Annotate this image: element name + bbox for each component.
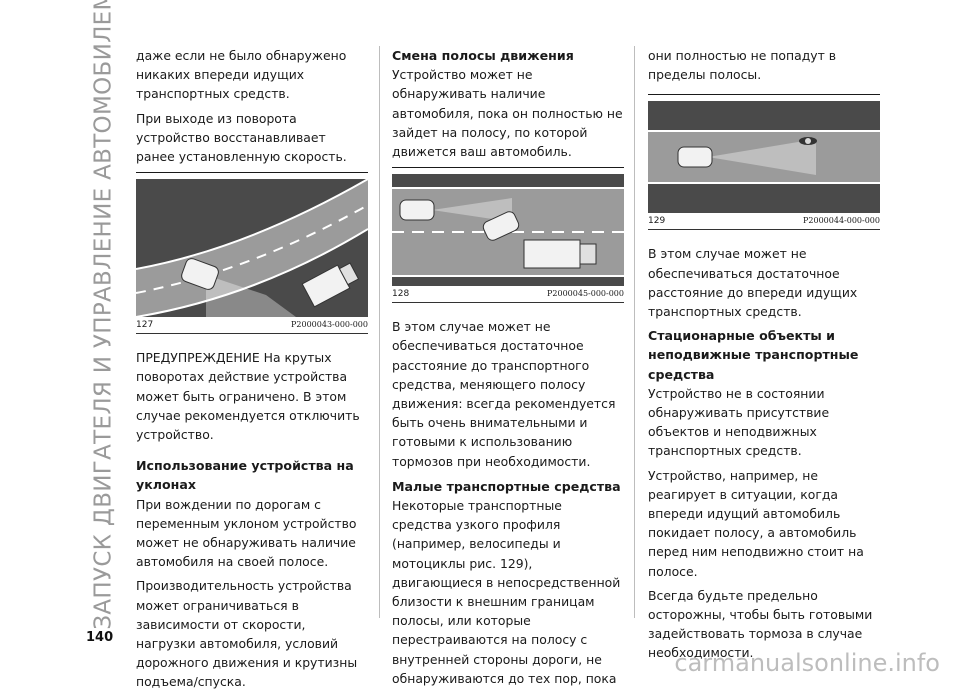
figure-number: 129 (648, 216, 666, 227)
figure-128 (392, 174, 624, 287)
figure-top-rule (392, 167, 624, 169)
warning-text: ПРЕДУПРЕЖДЕНИЕ На крутых поворотах дейст… (136, 350, 360, 443)
motorcycle-illustration (648, 101, 880, 214)
paragraph: даже если не было обнаружено никаких впе… (136, 48, 347, 102)
column-2: Смена полосы движения Устройство может н… (392, 46, 624, 693)
watermark: carmanualsonline.info (674, 649, 940, 677)
paragraph: Устройство не в состоянии обнаруживать п… (648, 385, 830, 459)
paragraph: Некоторые транспортные средства узкого п… (392, 498, 621, 686)
figure-127 (136, 179, 368, 318)
page-number: 140 (86, 630, 114, 645)
curve-road-illustration (136, 179, 368, 318)
paragraph: Всегда будьте предельно осторожны, чтобы… (648, 587, 873, 661)
figure-top-rule (648, 94, 880, 96)
figure-caption: 128 P2000045-000-000 (392, 286, 624, 304)
column-divider (379, 46, 380, 618)
paragraph: В этом случае может не обеспечиваться до… (392, 319, 616, 469)
figure-caption: 127 P2000043-000-000 (136, 317, 368, 335)
figure-code: P2000043-000-000 (291, 320, 368, 330)
figure-code: P2000044-000-000 (803, 216, 880, 226)
figure-code: P2000045-000-000 (547, 289, 624, 299)
section-heading: Смена полосы движения (392, 48, 574, 63)
paragraph: При вождении по дорогам с переменным укл… (136, 496, 357, 570)
section-side-title: ЗАПУСК ДВИГАТЕЛЯ И УПРАВЛЕНИЕ АВТОМОБИЛЕ… (84, 0, 124, 630)
section-title-text: ЗАПУСК ДВИГАТЕЛЯ И УПРАВЛЕНИЕ АВТОМОБИЛЕ… (91, 0, 118, 630)
figure-top-rule (136, 172, 368, 174)
figure-129 (648, 101, 880, 214)
paragraph: При выходе из поворота устройство восста… (136, 110, 347, 165)
paragraph: В этом случае может не обеспечиваться до… (648, 246, 858, 320)
lane-change-illustration (392, 174, 624, 287)
figure-number: 128 (392, 289, 410, 300)
column-divider (634, 46, 635, 618)
column-1: даже если не было обнаружено никаких впе… (136, 46, 368, 697)
paragraph: они полностью не попадут в пределы полос… (648, 48, 837, 83)
section-heading: Стационарные объекты и неподвижные транс… (648, 328, 859, 382)
paragraph: Производительность устройства может огра… (136, 578, 358, 690)
section-heading: Использование устройства на уклонах (136, 458, 354, 493)
paragraph: Устройство, например, не реагирует в сит… (648, 467, 864, 579)
figure-caption: 129 P2000044-000-000 (648, 213, 880, 231)
section-heading: Малые транспортные средства (392, 478, 621, 494)
paragraph: Устройство может не обнаруживать наличие… (392, 67, 623, 160)
column-3: они полностью не попадут в пределы полос… (648, 46, 880, 668)
figure-number: 127 (136, 320, 154, 331)
